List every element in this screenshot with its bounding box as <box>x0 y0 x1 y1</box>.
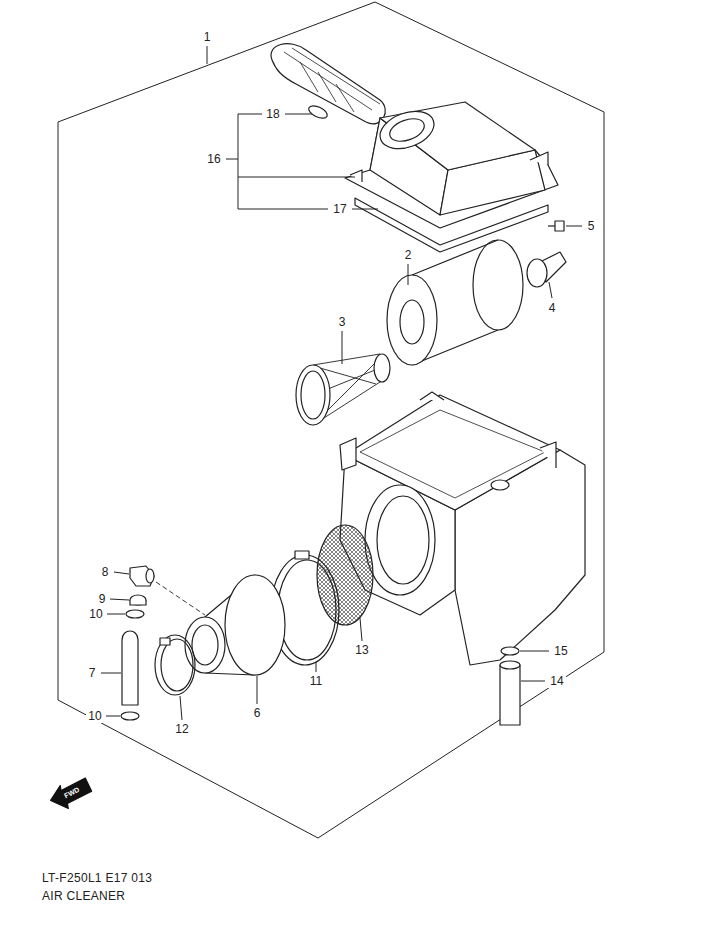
intake-duct <box>271 44 385 124</box>
model-code: LT-F250L1 E17 013 <box>40 871 154 885</box>
forward-arrow <box>48 777 94 811</box>
callout-number: 11 <box>308 674 324 688</box>
cleaner-case <box>340 392 585 665</box>
callout-number: 18 <box>264 107 281 121</box>
drain-parts <box>121 566 520 725</box>
callout-number: 8 <box>100 565 111 579</box>
outlet-boot <box>185 575 285 675</box>
figure-title: AIR CLEANER <box>40 889 127 903</box>
callout-number: 12 <box>173 722 190 736</box>
callout-number: 6 <box>252 706 263 720</box>
leader-lines <box>101 46 582 720</box>
intake-screen <box>317 525 373 625</box>
filter-cage <box>296 354 390 425</box>
callout-number: 14 <box>548 674 565 688</box>
callout-number: 3 <box>337 315 348 329</box>
callout-number: 1 <box>202 30 213 44</box>
callout-number: 2 <box>403 248 414 262</box>
callout-number: 4 <box>547 301 558 315</box>
filter-element <box>387 240 523 365</box>
callout-number: 10 <box>86 709 103 723</box>
callout-number: 17 <box>331 202 348 216</box>
assembly-outline <box>58 2 604 838</box>
callout-number: 16 <box>205 152 222 166</box>
callout-number: 13 <box>353 643 370 657</box>
callout-number: 9 <box>97 592 108 606</box>
small-clamp <box>155 635 195 695</box>
lid-gasket <box>355 198 548 252</box>
callout-number: 5 <box>586 219 597 233</box>
screw-and-holder <box>527 221 566 287</box>
callout-number: 10 <box>87 607 104 621</box>
callout-number: 7 <box>87 666 98 680</box>
forward-marker: FWD <box>63 786 81 801</box>
callout-number: 15 <box>552 644 569 658</box>
